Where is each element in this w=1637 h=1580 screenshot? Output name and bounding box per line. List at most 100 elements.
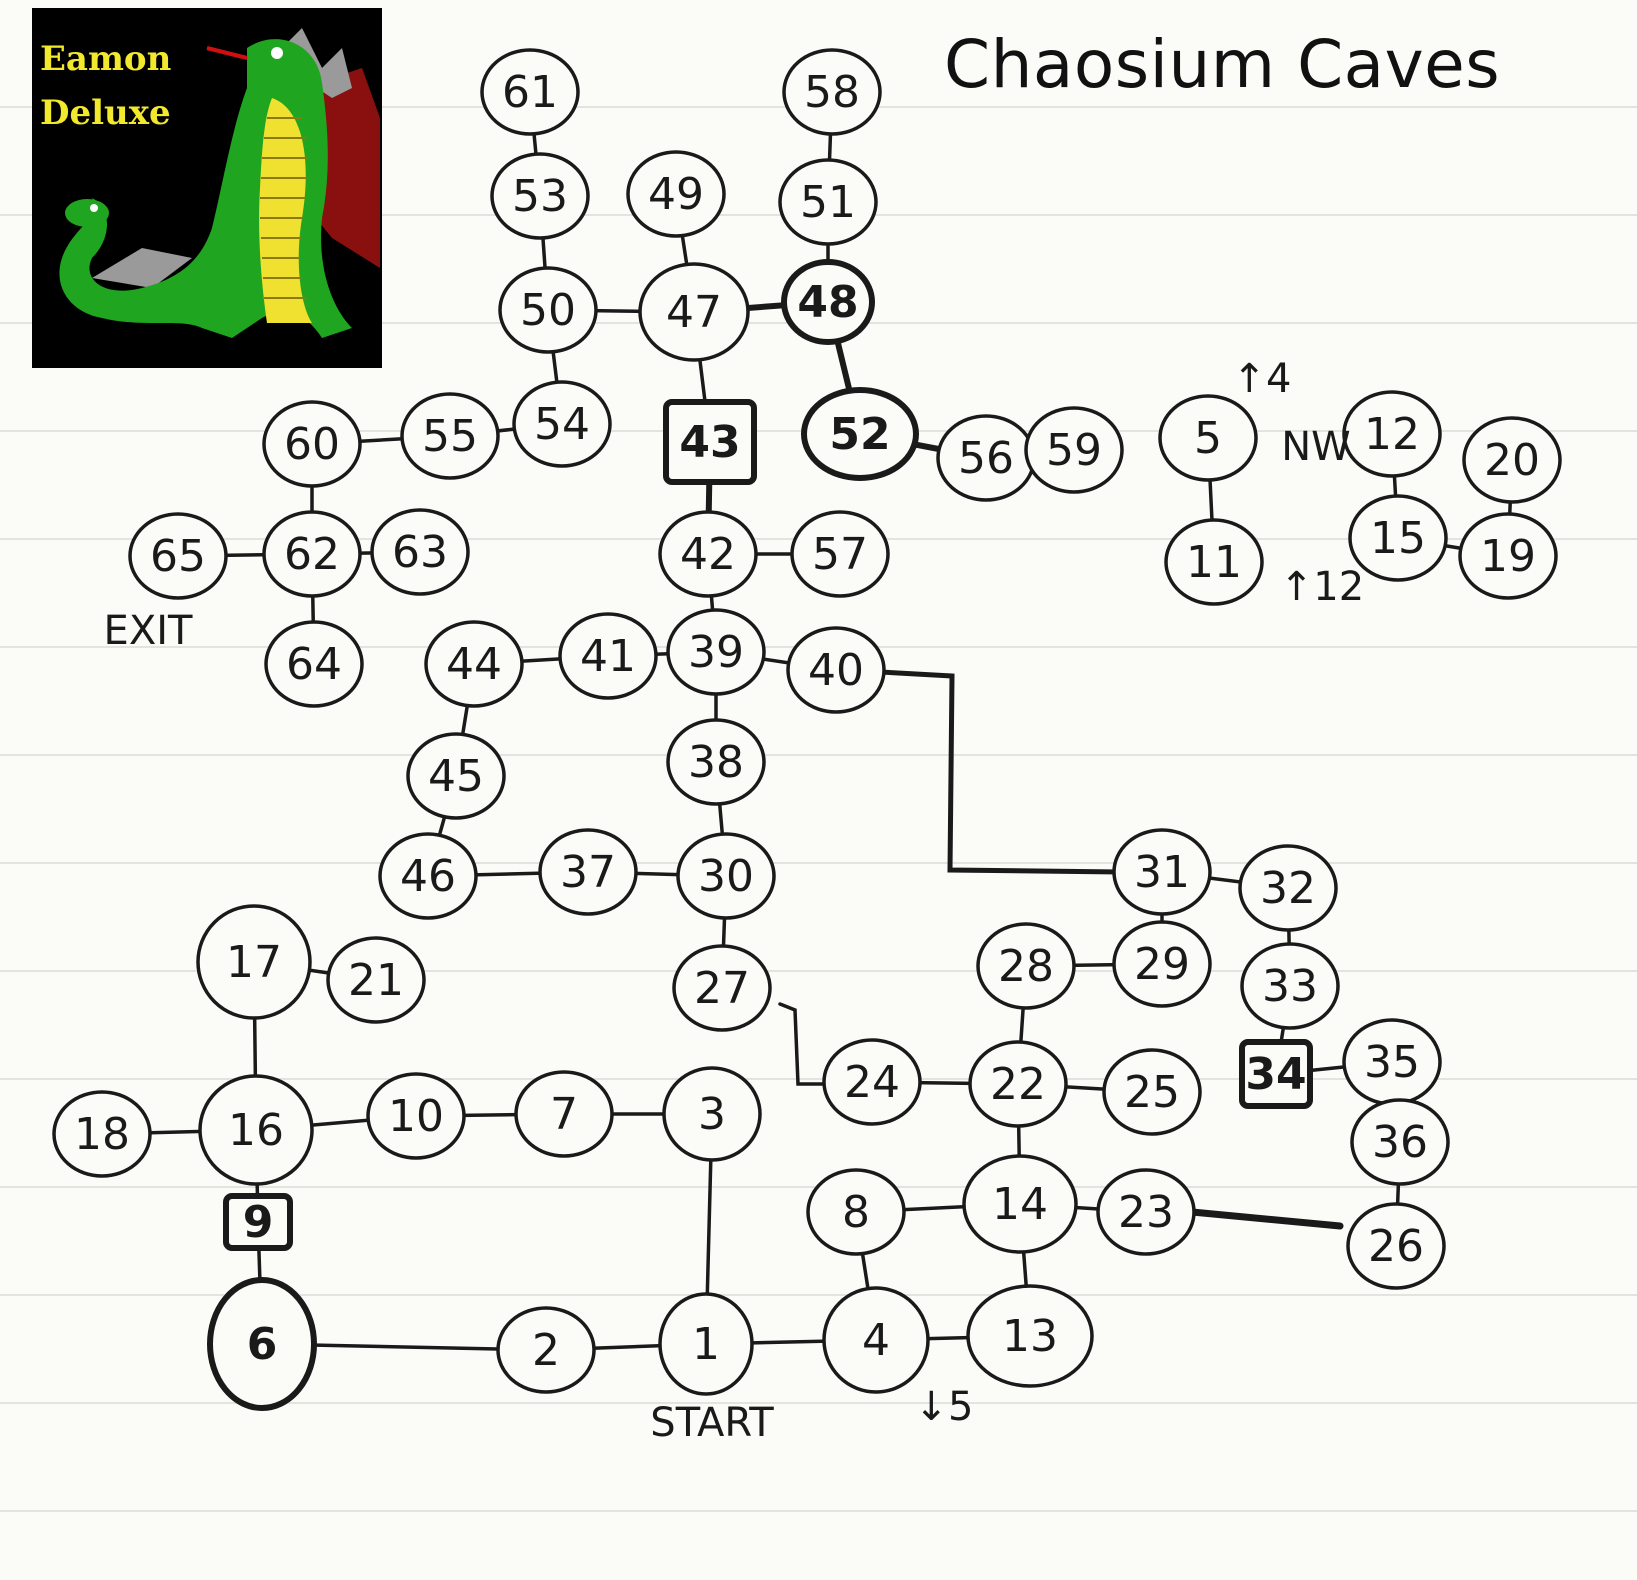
room-23-outline bbox=[1096, 1168, 1196, 1256]
room-48-outline bbox=[781, 259, 875, 345]
room-25: 25 bbox=[1102, 1048, 1202, 1136]
room-7: 7 bbox=[514, 1070, 614, 1158]
room-38: 38 bbox=[666, 718, 766, 806]
note-up4: ↑4 bbox=[1233, 356, 1292, 402]
room-3-label: 3 bbox=[698, 1089, 726, 1140]
room-6: 6 bbox=[207, 1277, 317, 1411]
room-24-label: 24 bbox=[844, 1057, 900, 1108]
room-11-outline bbox=[1164, 518, 1264, 606]
room-15: 15 bbox=[1348, 494, 1448, 582]
room-57-label: 57 bbox=[812, 529, 868, 580]
room-29-label: 29 bbox=[1134, 939, 1190, 990]
room-60: 60 bbox=[262, 400, 362, 488]
room-45: 45 bbox=[406, 732, 506, 820]
room-47-label: 47 bbox=[666, 287, 722, 338]
room-40: 40 bbox=[786, 626, 886, 714]
room-64-label: 64 bbox=[286, 639, 342, 690]
room-2-outline bbox=[496, 1306, 596, 1394]
room-20-label: 20 bbox=[1484, 435, 1540, 486]
room-34-label: 34 bbox=[1245, 1049, 1306, 1100]
room-4-label: 4 bbox=[862, 1315, 890, 1366]
room-26-label: 26 bbox=[1368, 1221, 1424, 1272]
room-57-outline bbox=[790, 510, 890, 598]
room-55-outline bbox=[400, 392, 500, 480]
room-27: 27 bbox=[672, 944, 772, 1032]
room-48: 48 bbox=[781, 259, 875, 345]
room-3: 3 bbox=[662, 1066, 762, 1162]
room-30: 30 bbox=[676, 832, 776, 920]
room-10-label: 10 bbox=[388, 1091, 444, 1142]
room-14-outline bbox=[962, 1154, 1078, 1254]
room-31-label: 31 bbox=[1134, 847, 1190, 898]
room-17-label: 17 bbox=[226, 937, 282, 988]
room-51: 51 bbox=[778, 158, 878, 246]
room-49-label: 49 bbox=[648, 169, 704, 220]
edge-27-24 bbox=[778, 1002, 828, 1086]
room-33: 33 bbox=[1240, 942, 1340, 1030]
room-52-label: 52 bbox=[829, 409, 890, 460]
room-24: 24 bbox=[822, 1038, 922, 1126]
room-1-outline bbox=[658, 1292, 754, 1396]
room-63-outline bbox=[370, 508, 470, 596]
room-10: 10 bbox=[366, 1072, 466, 1160]
room-59-label: 59 bbox=[1046, 425, 1102, 476]
room-12-outline bbox=[1342, 390, 1442, 478]
note-nw: NW bbox=[1281, 424, 1350, 470]
room-60-label: 60 bbox=[284, 419, 340, 470]
room-21-label: 21 bbox=[348, 955, 404, 1006]
room-39-outline bbox=[666, 608, 766, 696]
room-44: 44 bbox=[424, 620, 524, 708]
room-51-label: 51 bbox=[800, 177, 856, 228]
note-exit: EXIT bbox=[104, 608, 193, 654]
room-29-outline bbox=[1112, 920, 1212, 1008]
room-54-outline bbox=[512, 380, 612, 468]
room-20-outline bbox=[1462, 416, 1562, 504]
room-33-outline bbox=[1240, 942, 1340, 1030]
room-53-outline bbox=[490, 152, 590, 240]
room-28-label: 28 bbox=[998, 941, 1054, 992]
room-61-outline bbox=[480, 48, 580, 136]
room-1-label: 1 bbox=[692, 1319, 720, 1370]
room-58: 58 bbox=[782, 48, 882, 136]
room-8-outline bbox=[806, 1168, 906, 1256]
room-7-label: 7 bbox=[550, 1089, 578, 1140]
room-55: 55 bbox=[400, 392, 500, 480]
room-1: 1 bbox=[658, 1292, 754, 1396]
room-41-outline bbox=[558, 612, 658, 700]
room-25-outline bbox=[1102, 1048, 1202, 1136]
room-37-label: 37 bbox=[560, 847, 616, 898]
room-13-label: 13 bbox=[1002, 1311, 1058, 1362]
room-18: 18 bbox=[52, 1090, 152, 1178]
room-65-label: 65 bbox=[150, 531, 206, 582]
room-49: 49 bbox=[626, 150, 726, 238]
room-9-outline bbox=[223, 1193, 293, 1251]
room-22: 22 bbox=[968, 1040, 1068, 1128]
room-30-label: 30 bbox=[698, 851, 754, 902]
room-42-outline bbox=[658, 510, 758, 598]
room-59: 59 bbox=[1024, 406, 1124, 494]
room-27-label: 27 bbox=[694, 963, 750, 1014]
room-26: 26 bbox=[1346, 1202, 1446, 1290]
room-16-outline bbox=[198, 1074, 314, 1186]
room-34: 34 bbox=[1239, 1039, 1313, 1109]
room-43-label: 43 bbox=[679, 417, 740, 468]
room-44-label: 44 bbox=[446, 639, 502, 690]
dragon-icon bbox=[59, 28, 380, 338]
room-19-label: 19 bbox=[1480, 531, 1536, 582]
room-10-outline bbox=[366, 1072, 466, 1160]
room-17: 17 bbox=[196, 904, 312, 1020]
room-46: 46 bbox=[378, 832, 478, 920]
room-45-label: 45 bbox=[428, 751, 484, 802]
room-54: 54 bbox=[512, 380, 612, 468]
room-12: 12 bbox=[1342, 390, 1442, 478]
room-19-outline bbox=[1458, 512, 1558, 600]
room-47-outline bbox=[638, 262, 750, 362]
room-31: 31 bbox=[1112, 828, 1212, 916]
room-32-label: 32 bbox=[1260, 863, 1316, 914]
room-13-outline bbox=[966, 1284, 1094, 1388]
room-23: 23 bbox=[1096, 1168, 1196, 1256]
room-52-outline bbox=[801, 387, 919, 481]
room-21: 21 bbox=[326, 936, 426, 1024]
room-53: 53 bbox=[490, 152, 590, 240]
